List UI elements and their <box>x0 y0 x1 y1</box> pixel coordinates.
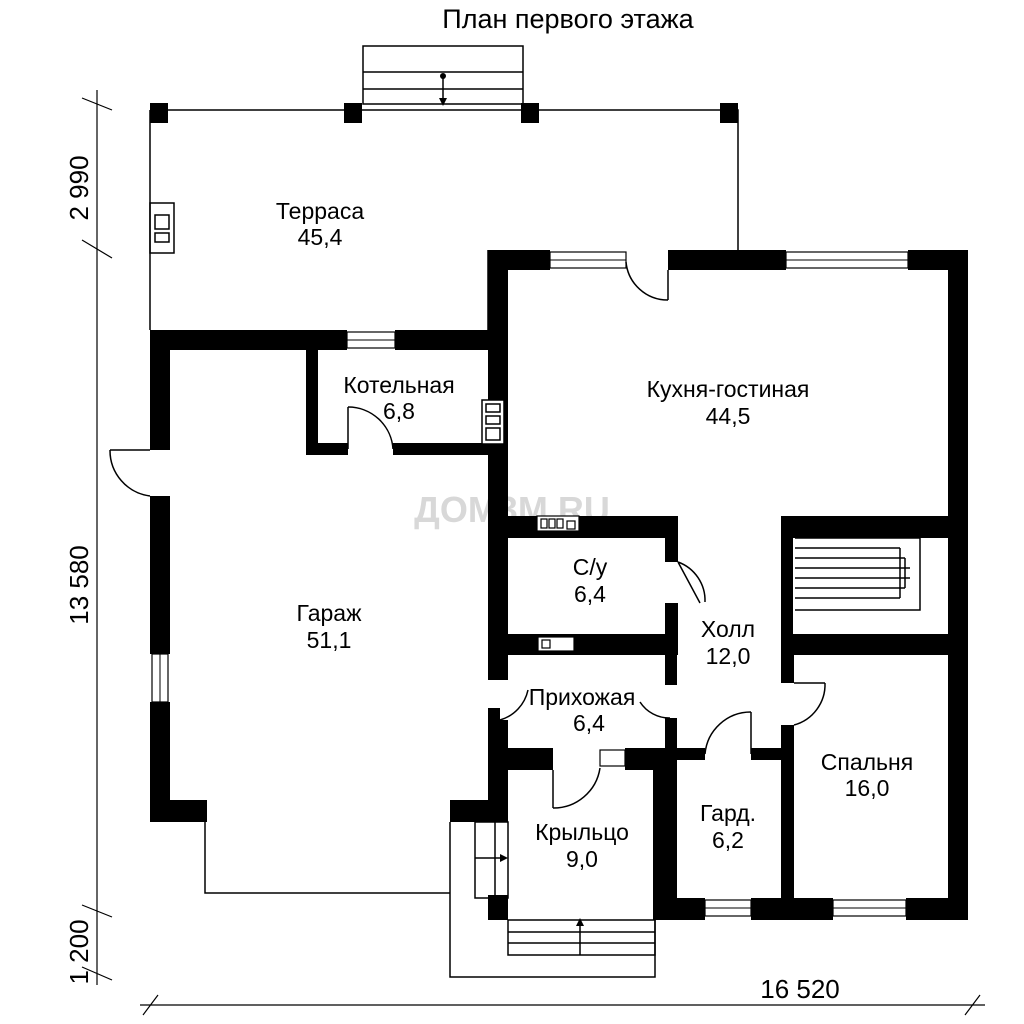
staircase-start-icon <box>782 597 788 603</box>
dim-house-depth: 13 580 <box>64 545 94 625</box>
room-name-boiler: Котельная <box>343 372 454 398</box>
dim-porch-depth: 1 200 <box>64 919 94 984</box>
room-area-wardrobe: 6,2 <box>712 827 744 853</box>
room-area-entry: 6,4 <box>573 710 605 736</box>
stair-arrow-icon <box>439 98 447 106</box>
walls <box>150 250 968 920</box>
dim-total-width: 16 520 <box>760 974 840 1004</box>
room-area-hall: 12,0 <box>706 643 751 669</box>
terrace-posts <box>150 103 738 123</box>
room-area-bedroom: 16,0 <box>845 775 890 801</box>
room-area-garage: 51,1 <box>307 627 352 653</box>
doors <box>109 261 826 809</box>
plan-title: План первого этажа <box>442 4 694 34</box>
room-labels: Терраса 45,4 Котельная 6,8 Кухня-гостина… <box>276 198 913 872</box>
room-area-terrace: 45,4 <box>298 224 343 250</box>
thin-outlines <box>149 109 739 978</box>
porch-side-arrow-icon <box>500 854 508 862</box>
dimension-lines <box>81 90 985 1016</box>
room-name-wardrobe: Гард. <box>700 800 756 826</box>
stair-dot-icon <box>440 73 446 79</box>
room-name-garage: Гараж <box>297 600 363 626</box>
sink-icon <box>537 636 575 652</box>
room-area-porch: 9,0 <box>566 846 598 872</box>
room-name-hall: Холл <box>701 616 755 642</box>
porch-steps <box>474 821 656 956</box>
stove-icon <box>536 515 580 532</box>
interior-staircase <box>795 537 921 611</box>
room-name-kitchen-living: Кухня-гостиная <box>647 376 810 402</box>
porch-front-arrow-icon <box>576 918 584 926</box>
terrace-grill-icon <box>149 202 175 254</box>
room-name-porch: Крыльцо <box>535 819 629 845</box>
windows <box>151 251 909 917</box>
boiler-icon <box>481 399 505 445</box>
room-name-bedroom: Спальня <box>821 749 913 775</box>
dim-terrace-depth: 2 990 <box>64 155 94 220</box>
room-area-boiler: 6,8 <box>383 398 415 424</box>
room-name-bathroom: С/у <box>573 554 608 580</box>
room-name-terrace: Терраса <box>276 198 364 224</box>
room-name-entry: Прихожая <box>529 684 636 710</box>
window-glazing-lines <box>159 259 908 909</box>
room-area-bathroom: 6,4 <box>574 581 606 607</box>
room-area-kitchen-living: 44,5 <box>706 403 751 429</box>
